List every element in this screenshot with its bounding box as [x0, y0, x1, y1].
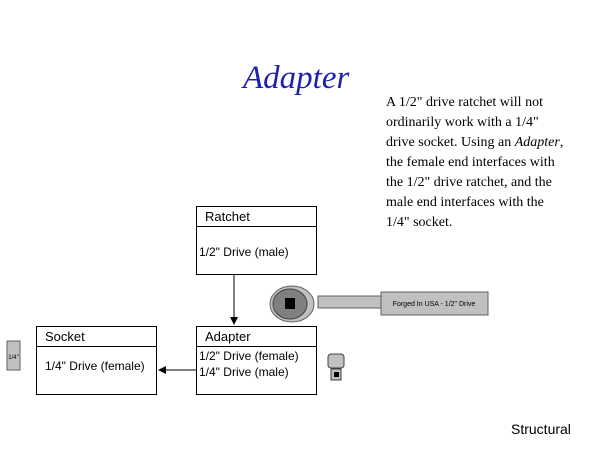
- socket-box-title: Socket: [37, 327, 156, 347]
- socket-illustration: 1/4": [6, 340, 21, 371]
- adapter-male-spec: 1/4" Drive (male): [199, 365, 289, 379]
- socket-drive-spec: 1/4" Drive (female): [45, 359, 145, 373]
- adapter-box-title: Adapter: [197, 327, 316, 347]
- socket-label: 1/4": [8, 355, 18, 361]
- adapter-female-spec: 1/2" Drive (female): [199, 349, 299, 363]
- socket-box: Socket 1/4" Drive (female): [36, 326, 157, 395]
- footer-label: Structural: [511, 421, 571, 437]
- adapter-body: [327, 353, 345, 369]
- description-text: A 1/2" drive ratchet will not ordinarily…: [386, 93, 568, 233]
- adapter-box-body: 1/2" Drive (female) 1/4" Drive (male): [197, 347, 316, 380]
- description-emphasis: Adapter: [514, 135, 560, 150]
- description-part-2: , the female end interfaces with the 1/2…: [386, 135, 564, 230]
- socket-box-body: 1/4" Drive (female): [37, 347, 156, 374]
- ratchet-box-title: Ratchet: [197, 207, 316, 227]
- ratchet-drive-square: [285, 298, 295, 309]
- ratchet-handle-grip: [380, 291, 489, 316]
- description-part-1: A 1/2" drive ratchet will not ordinarily…: [386, 95, 543, 150]
- adapter-drive-square: [334, 372, 339, 377]
- socket-shape: [6, 340, 21, 371]
- page-title: Adapter: [243, 60, 350, 96]
- ratchet-handle-text: Forged In USA - 1/2" Drive: [393, 301, 476, 308]
- adapter-box: Adapter 1/2" Drive (female) 1/4" Drive (…: [196, 326, 317, 395]
- ratchet-handle: [317, 295, 391, 309]
- ratchet-box-body: 1/2" Drive (male): [197, 227, 316, 260]
- adapter-illustration: [327, 353, 345, 381]
- ratchet-box: Ratchet 1/2" Drive (male): [196, 206, 317, 275]
- ratchet-drive-spec: 1/2" Drive (male): [199, 245, 289, 259]
- ratchet-illustration: Forged In USA - 1/2" Drive: [269, 285, 489, 323]
